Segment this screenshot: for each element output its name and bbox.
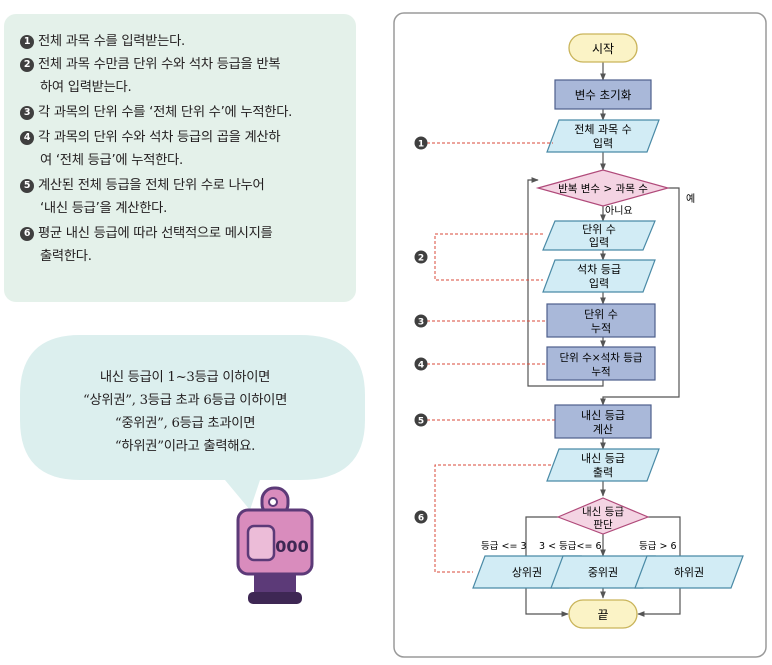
grade-decision: 내신 등급 판단 [556,497,650,535]
speech-text: 내신 등급이 1~3등급 이하이면 “상위권”, 3등급 초과 6등급 이하이면… [20,366,350,458]
robot-mascot: 000 [236,486,314,604]
compute-label-1: 내신 등급 [581,409,625,422]
input-grade-label-2: 입력 [589,277,609,290]
cond-lower-label: 등급 > 6 [639,541,677,552]
accumulate-grade-label-1: 단위 수×석차 등급 [559,351,642,364]
input-count-io: 전체 과목 수 입력 [546,119,660,153]
step-number-1: 1 [20,35,34,49]
step-marker-4: 4 [414,357,428,371]
accumulate-grade-process: 단위 수×석차 등급 누적 [546,346,656,381]
step-4-line-1: 각 과목의 단위 수와 석차 등급의 곱을 계산하 [38,130,281,145]
input-grade-io: 석차 등급 입력 [542,259,656,293]
loop-yes-label: 예 [686,193,695,205]
step-marker-1: 1 [414,136,428,150]
output-lower-io: 하위권 [634,555,744,589]
connector-lines [525,62,681,617]
accumulate-units-label-1: 단위 수 [584,308,618,321]
out-upper-label: 상위권 [512,566,542,579]
init-process: 변수 초기화 [554,79,652,110]
step-number-3: 3 [20,106,34,120]
step-number-4: 4 [20,131,34,145]
flowchart-panel: 시작 변수 초기화 전체 과목 수 입력 반복 변수 > 과목 수 아니요 예 … [393,12,767,658]
step-4-line-2: 여 ‘전체 등급’에 누적한다. [40,153,183,168]
input-count-label-1: 전체 과목 수 [574,123,632,136]
marker-4-number: 4 [418,361,424,371]
start-label: 시작 [592,42,614,56]
speech-line-2: “상위권”, 3등급 초과 6등급 이하이면 [82,393,288,408]
end-label: 끝 [597,608,608,622]
input-units-label-1: 단위 수 [582,223,616,236]
step-marker-lines [427,142,555,573]
init-label: 변수 초기화 [575,88,632,102]
input-units-label-2: 입력 [589,236,609,249]
robot-label: 000 [275,537,308,556]
accumulate-units-label-2: 누적 [591,322,611,335]
compute-process: 내신 등급 계산 [554,404,652,439]
step-marker-6: 6 [414,510,428,524]
decision-label-1: 내신 등급 [582,506,624,518]
step-marker-5: 5 [414,413,428,427]
decision-label-2: 판단 [593,519,613,531]
loop-no-label: 아니요 [605,205,633,217]
marker-1-number: 1 [418,140,424,150]
output-grade-label-2: 출력 [593,466,613,479]
cond-middle-label: 3 < 등급<= 6 [539,541,602,552]
step-6-line-1: 평균 내신 등급에 따라 선택적으로 메시지를 [38,226,273,241]
step-6: 6 평균 내신 등급에 따라 선택적으로 메시지를 출력한다. [20,222,273,268]
compute-label-2: 계산 [593,423,613,436]
steps-panel: 1 전체 과목 수를 입력받는다. 2 전체 과목 수만큼 단위 수와 석차 등급을… [4,14,356,302]
marker-5-number: 5 [418,417,424,427]
cond-upper-label: 등급 <= 3 [481,541,526,552]
step-2-line-1: 전체 과목 수만큼 단위 수와 석차 등급을 반복 [38,57,281,72]
step-3-line-1: 각 과목의 단위 수를 ‘전체 단위 수’에 누적한다. [38,105,293,120]
marker-6-number: 6 [418,514,424,524]
step-2: 2 전체 과목 수만큼 단위 수와 석차 등급을 반복 하여 입력받는다. [20,53,281,99]
step-5-line-1: 계산된 전체 등급을 전체 단위 수로 나누어 [38,178,265,193]
start-terminal: 시작 [568,33,638,63]
step-6-line-2: 출력한다. [40,249,92,264]
input-count-label-2: 입력 [593,137,613,150]
step-5-line-2: ‘내신 등급’을 계산한다. [40,201,168,216]
step-number-5: 5 [20,179,34,193]
input-grade-label-1: 석차 등급 [577,263,621,276]
input-units-io: 단위 수 입력 [542,220,656,251]
out-middle-label: 중위권 [588,566,618,579]
step-number-2: 2 [20,58,34,72]
speech-line-3: “중위권”, 6등급 초과이면 [114,416,256,431]
loop-decision: 반복 변수 > 과목 수 [535,169,671,207]
speech-line-4: “하위권”이라고 출력해요. [114,439,256,454]
loop-condition-label: 반복 변수 > 과목 수 [558,183,648,195]
accumulate-units-process: 단위 수 누적 [546,303,656,338]
step-4: 4 각 과목의 단위 수와 석차 등급의 곱을 계산하 여 ‘전체 등급’에 누적… [20,126,281,172]
step-marker-2: 2 [414,250,428,264]
marker-3-number: 3 [418,318,424,328]
step-number-6: 6 [20,227,34,241]
step-1-line-1: 전체 과목 수를 입력받는다. [38,34,185,49]
output-grade-io: 내신 등급 출력 [546,448,660,482]
speech-bubble-area: 000 내신 등급이 1~3등급 이하이면 “상위권”, 3등급 초과 6등급 … [0,330,380,660]
speech-bubble: 000 [20,335,365,604]
step-1: 1 전체 과목 수를 입력받는다. [20,30,185,53]
accumulate-grade-label-2: 누적 [591,366,610,378]
out-lower-label: 하위권 [674,565,704,579]
step-marker-3: 3 [414,314,428,328]
speech-line-1: 내신 등급이 1~3등급 이하이면 [99,370,271,385]
step-3: 3 각 과목의 단위 수를 ‘전체 단위 수’에 누적한다. [20,101,292,124]
marker-2-number: 2 [418,254,424,264]
end-terminal: 끝 [568,599,638,629]
step-5: 5 계산된 전체 등급을 전체 단위 수로 나누어 ‘내신 등급’을 계산한다. [20,174,265,220]
step-2-line-2: 하여 입력받는다. [40,80,132,95]
output-grade-label-1: 내신 등급 [581,452,625,465]
